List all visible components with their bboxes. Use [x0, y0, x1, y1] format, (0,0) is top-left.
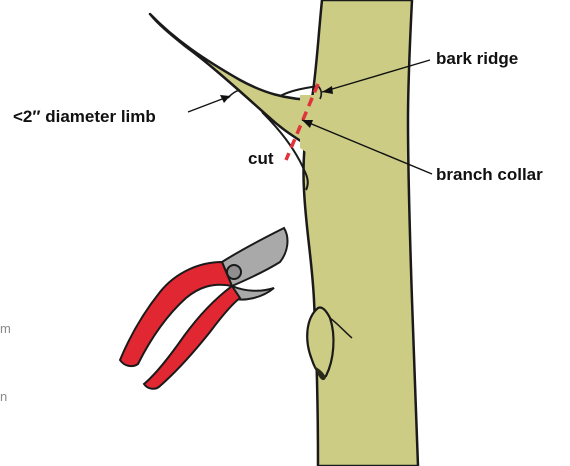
edge-text-fragment: n: [0, 389, 7, 404]
pruning-shears-icon: [120, 228, 287, 389]
shears-pivot: [227, 265, 241, 279]
side-limb: [150, 14, 318, 150]
label-branch-collar: branch collar: [436, 165, 543, 184]
leader-limb: [188, 95, 230, 112]
label-cut: cut: [248, 149, 274, 168]
label-limb: <2″ diameter limb: [13, 107, 156, 126]
trunk-knot: [307, 307, 333, 376]
edge-text-fragment: m: [0, 321, 11, 336]
label-bark-ridge: bark ridge: [436, 49, 518, 68]
tree-trunk: [303, 0, 418, 466]
